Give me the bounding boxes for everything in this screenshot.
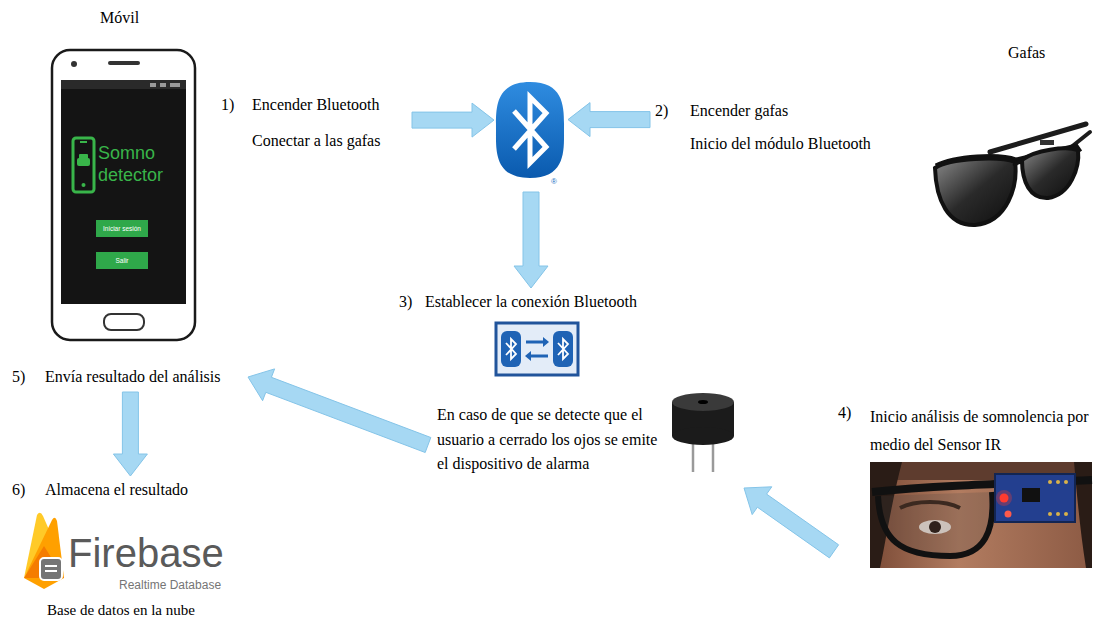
phone-illustration [52, 50, 195, 340]
bluetooth-connection-icon [529, 355, 548, 358]
step-text-group: 4) Inicio análisis de somnolencia por med… [834, 400, 1108, 572]
bluetooth-logo [514, 97, 546, 163]
note-text: En caso de que se detecte que el usuario… [437, 403, 667, 477]
sensor-photo [1048, 512, 1052, 516]
flow-arrow [744, 487, 839, 558]
step-number: 6) [12, 480, 25, 500]
firebase-logo [40, 558, 62, 580]
step-text: Inicio del módulo Bluetooth [690, 134, 871, 154]
phone-illustration [170, 83, 180, 87]
app-logo-text: Somno detector [98, 142, 182, 186]
step-text-group: 1) Encender BluetoothConectar a las gafas [216, 90, 412, 154]
logo-wordmark: Firebase [68, 530, 224, 576]
step-number: 2) [655, 101, 668, 121]
flow-arrow [113, 392, 147, 476]
phone-illustration [160, 83, 166, 87]
buzzer-illustration [712, 442, 715, 472]
sensor-photo [995, 474, 1075, 522]
firebase-logo [45, 565, 57, 567]
phone-illustration [73, 138, 94, 192]
sensor-photo [870, 462, 1092, 568]
alarm-group: En caso de que se detecte que el usuario… [428, 400, 744, 500]
buzzer-illustration [698, 400, 708, 404]
sensor-photo [1064, 480, 1068, 484]
step-text: Conectar a las gafas [252, 131, 380, 151]
flow-arrow [248, 369, 431, 453]
phone-illustration [82, 183, 86, 187]
sensor-photo [1056, 480, 1060, 484]
bluetooth-connection-icon [496, 323, 578, 375]
sensor-photo [1064, 512, 1068, 516]
caption-text: Base de datos en la nube [47, 601, 195, 619]
phone-illustration [96, 252, 148, 269]
buzzer-illustration [692, 442, 695, 472]
sensor-photo [870, 462, 1092, 568]
glasses-illustration [935, 159, 1016, 225]
registered-mark: ® [551, 177, 557, 187]
bluetooth-connection-icon [506, 339, 516, 359]
sensor-photo [996, 490, 1012, 506]
glasses-illustration [935, 124, 1090, 225]
step-text-group: 3) Establecer la conexión Bluetooth [395, 288, 685, 380]
phone-illustration [71, 61, 77, 67]
glasses-illustration [1040, 140, 1054, 145]
phone-node: MóvilSomno detectorIniciar sesiónSalir [48, 4, 200, 344]
flow-arrow [568, 103, 650, 137]
bluetooth-logo [496, 82, 564, 178]
step-text: Encender Bluetooth [252, 95, 380, 115]
sensor-photo [1056, 512, 1060, 516]
bluetooth-hub: ® [494, 80, 568, 192]
step-text-group: 6) Almacena el resultadoFirebaseRealtime … [8, 476, 252, 622]
step-number: 4) [838, 403, 851, 423]
bluetooth-connection-icon [543, 337, 549, 347]
bluetooth-connection-icon [496, 323, 578, 375]
sensor-photo [1005, 511, 1012, 518]
buzzer-illustration [672, 393, 734, 472]
phone-illustration [104, 314, 144, 330]
buzzer-illustration [672, 393, 734, 411]
step-text: Inicio análisis de somnolencia por medio… [870, 403, 1104, 459]
device-heading: Gafas [1008, 43, 1045, 63]
step-text: Encender gafas [690, 101, 788, 121]
button-text: Salir [96, 256, 148, 265]
step-text: Establecer la conexión Bluetooth [425, 292, 637, 312]
step-text-group: 5) Envía resultado del análisis [8, 362, 248, 392]
button-text: Iniciar sesión [96, 224, 148, 233]
flow-arrow [412, 103, 494, 137]
step-text: Almacena el resultado [45, 480, 188, 500]
device-heading: Móvil [100, 8, 139, 28]
phone-illustration [80, 141, 87, 143]
firebase-logo [24, 513, 64, 589]
sensor-photo [1048, 480, 1052, 484]
phone-illustration [61, 80, 186, 304]
bluetooth-connection-icon [501, 331, 521, 367]
logo-subtitle: Realtime Database [119, 578, 221, 593]
phone-illustration [150, 83, 156, 87]
bluetooth-connection-icon [526, 341, 545, 344]
bluetooth-logo [496, 82, 564, 178]
step-number: 1) [221, 95, 234, 115]
bluetooth-connection-icon [525, 351, 531, 361]
step-text: Envía resultado del análisis [45, 367, 221, 387]
phone-illustration [96, 220, 148, 237]
phone-illustration [108, 61, 140, 65]
phone-illustration [77, 158, 90, 166]
step-number: 5) [12, 367, 25, 387]
sensor-photo [878, 492, 993, 556]
glasses-illustration [1022, 148, 1078, 198]
bluetooth-connection-icon [553, 331, 573, 367]
step-text-group: 2) Encender gafasInicio del módulo Blueto… [650, 96, 912, 158]
buzzer-illustration [672, 427, 734, 445]
glasses-illustration [1014, 162, 1023, 166]
bluetooth-connection-icon [558, 339, 568, 359]
step-number: 3) [399, 292, 412, 312]
phone-illustration [52, 50, 195, 340]
flow-arrow [514, 192, 548, 288]
phone-illustration [61, 80, 186, 89]
sensor-photo [1022, 488, 1040, 502]
firebase-logo [45, 570, 57, 572]
